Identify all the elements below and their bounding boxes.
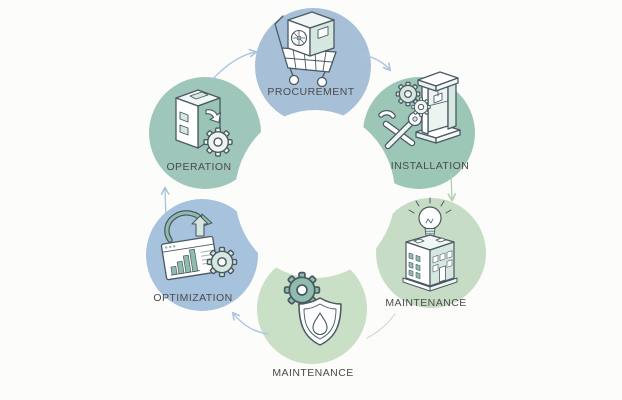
connector-installation-to-maintenance <box>447 173 457 202</box>
stage-label-procurement: PROCUREMENT <box>267 86 355 98</box>
lightbulb-building-icon <box>402 197 458 292</box>
connector-procurement-to-installation <box>359 53 392 72</box>
stage-label-operation: OPERATION <box>166 161 232 173</box>
connector-operation-to-procurement <box>211 48 258 81</box>
stage-label-maintenance-bottom: MAINTENANCE <box>272 367 354 379</box>
machine-gear-refresh-icon <box>175 89 233 157</box>
stage-label-installation: INSTALLATION <box>390 160 470 172</box>
stage-connectors <box>160 48 457 339</box>
stage-label-optimization: OPTIMIZATION <box>153 292 233 304</box>
shopping-cart-ac-unit-icon <box>274 11 337 88</box>
cycle-center-hole <box>235 110 395 278</box>
connector-optimization-to-operation <box>160 186 170 221</box>
connector-maintenance-to-maintenance <box>366 313 396 339</box>
wrench-gears-rack-icon <box>378 71 461 150</box>
dashboard-chart-gear-icon <box>160 210 238 281</box>
stage-label-maintenance-right: MAINTENANCE <box>385 297 467 309</box>
gear-shield-droplet-icon <box>283 271 342 346</box>
connector-maintenance-to-optimization <box>231 311 269 335</box>
